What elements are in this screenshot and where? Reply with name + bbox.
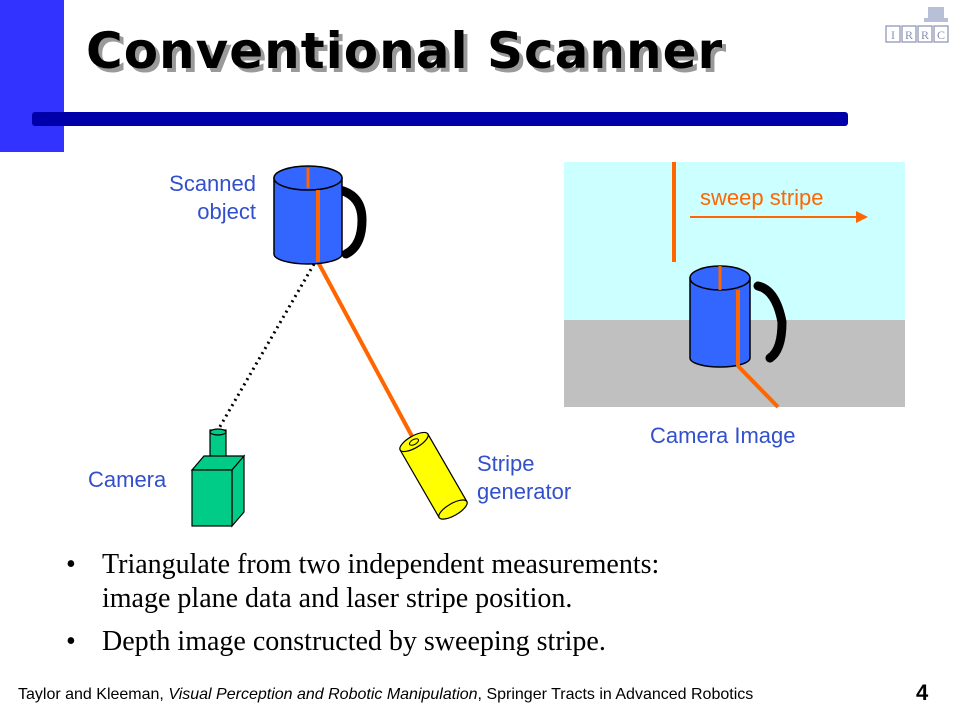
camera-image-label: Camera Image — [650, 423, 796, 448]
title-underline — [32, 112, 848, 126]
laser-beam — [316, 261, 416, 441]
bullet-item: Triangulate from two independent measure… — [64, 548, 944, 615]
logo-letter-c: C — [937, 28, 945, 42]
footer-citation: Taylor and Kleeman, Visual Perception an… — [18, 686, 753, 704]
logo-letter-i: I — [891, 28, 895, 42]
left-accent-bar — [0, 0, 64, 152]
camera-icon — [190, 428, 246, 528]
bullet-2-line1: Depth image constructed by sweeping stri… — [102, 626, 606, 658]
logo-letter-r1: R — [905, 28, 913, 42]
bullet-1-line2: image plane data and laser stripe positi… — [102, 582, 573, 614]
bullet-list: Triangulate from two independent measure… — [64, 548, 944, 669]
stripe-generator-label-line1: Stripe — [477, 451, 535, 476]
scanned-mug-icon — [273, 165, 367, 265]
stripe-generator-icon — [399, 431, 468, 520]
footer-book: Visual Perception and Robotic Manipulati… — [168, 686, 478, 703]
mug-in-image-icon — [689, 265, 787, 409]
scanned-object-label-line1: Scanned — [169, 171, 256, 196]
bullet-1-line1: Triangulate from two independent measure… — [102, 549, 660, 580]
sweep-arrow-head-icon — [856, 211, 868, 223]
scanned-object-label: Scanned object — [142, 170, 256, 225]
irrc-logo-icon: I R R C — [885, 7, 949, 43]
bullet-item: Depth image constructed by sweeping stri… — [64, 625, 944, 659]
footer-series: , Springer Tracts in Advanced Robotics — [477, 686, 754, 703]
camera-label: Camera — [88, 467, 167, 492]
scanned-object-label-line2: object — [197, 198, 256, 224]
logo-letter-r2: R — [921, 28, 929, 42]
footer-authors: Taylor and Kleeman, — [18, 686, 169, 703]
stripe-generator-label: Stripe generator — [477, 450, 571, 505]
camera-line-of-sight — [216, 263, 316, 431]
stripe-generator-label-line2: generator — [477, 478, 572, 504]
slide-title: Conventional Scanner — [86, 22, 724, 80]
sweep-stripe-label: sweep stripe — [700, 185, 824, 210]
page-number: 4 — [916, 680, 929, 705]
